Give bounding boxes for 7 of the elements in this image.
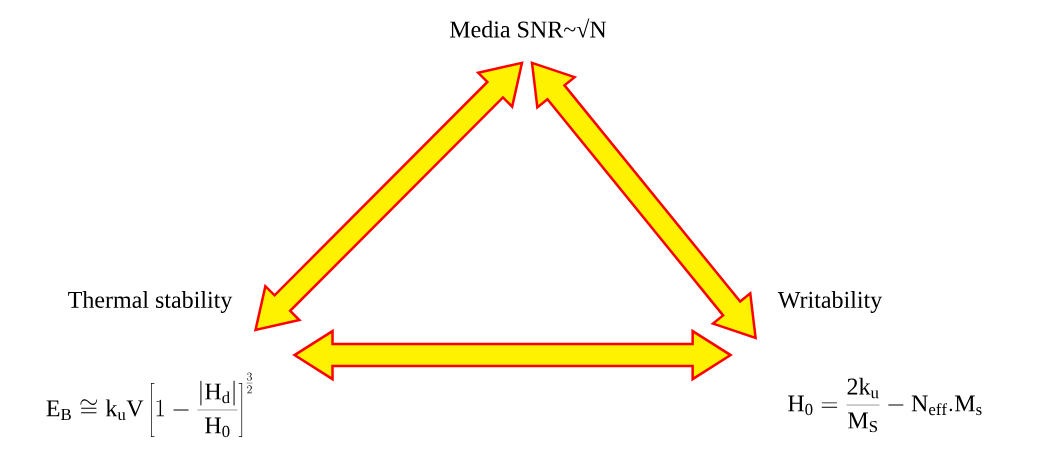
- node-label: Writability: [777, 291, 883, 313]
- formula: $\mathrm{H_0} = \frac{\mathrm{2k_u}}{\mathrm{M_S}} - \mathrm{N_{eff}.M_s}$: [788, 377, 982, 433]
- formula: $\mathrm{E_B} \cong \mathrm{k_u V}\left[1-\frac{|\mathrm{H_d}|}{\mathrm{H_0}}\right]^{\frac{3}{2}}$: [46, 372, 253, 438]
- node-label: Thermal stability: [68, 291, 233, 313]
- double-arrow: [253, 61, 524, 332]
- node-label: Media SNR~√N: [449, 18, 607, 38]
- double-arrow: [530, 61, 758, 340]
